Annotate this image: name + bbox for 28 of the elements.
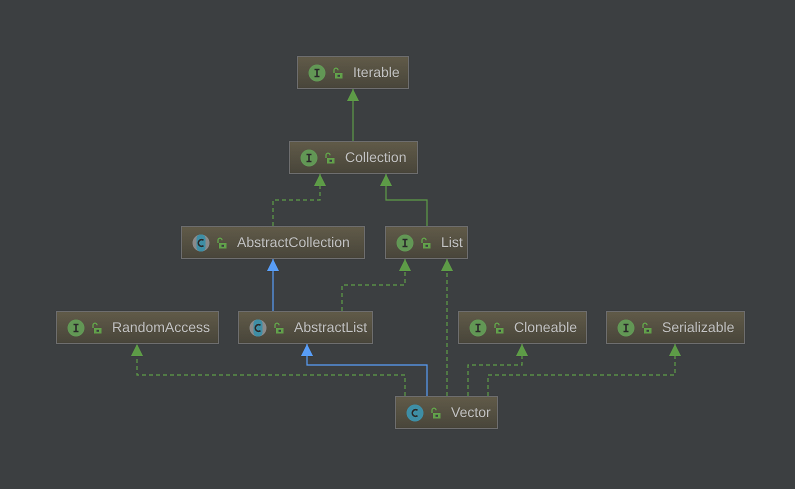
class-box xyxy=(289,141,418,174)
class-name: AbstractCollection xyxy=(237,233,350,252)
class-box xyxy=(56,311,219,344)
class-name: RandomAccess xyxy=(112,318,210,337)
class-name: Cloneable xyxy=(514,318,578,337)
class-name: Serializable xyxy=(662,318,734,337)
class-name: Vector xyxy=(451,403,491,422)
class-box xyxy=(297,56,409,89)
class-box xyxy=(606,311,745,344)
inheritance-arrow xyxy=(380,174,428,226)
class-name: List xyxy=(441,233,463,252)
inheritance-arrow xyxy=(301,344,428,396)
inheritance-arrow xyxy=(347,89,359,141)
class-name: Collection xyxy=(345,148,406,167)
inheritance-arrow xyxy=(267,259,279,311)
class-box xyxy=(385,226,468,259)
inheritance-arrow xyxy=(131,344,406,396)
class-box xyxy=(395,396,498,429)
class-box xyxy=(458,311,587,344)
inheritance-arrow xyxy=(467,344,528,396)
inheritance-arrow xyxy=(272,174,326,226)
class-name: AbstractList xyxy=(294,318,368,337)
inheritance-arrow xyxy=(487,344,681,396)
class-name: Iterable xyxy=(353,63,400,82)
inheritance-arrow xyxy=(441,259,453,396)
inheritance-arrow xyxy=(341,259,411,311)
class-box xyxy=(238,311,373,344)
class-box xyxy=(181,226,365,259)
